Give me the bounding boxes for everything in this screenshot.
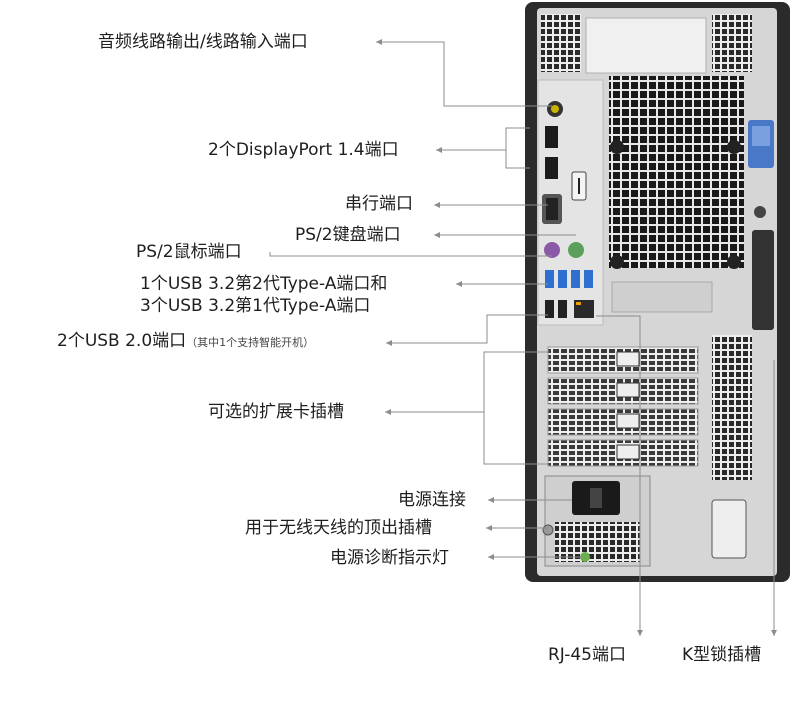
usb20-label-note: （其中1个支持智能开机） (186, 336, 315, 349)
fan-screw-tr (727, 140, 741, 154)
fan-screw-tl (610, 140, 624, 154)
arrow-antenna (486, 525, 492, 531)
usb20-port-1[interactable] (545, 300, 554, 318)
top-vent-grill (541, 14, 581, 72)
leader-rj45 (596, 315, 641, 636)
arrow-serial (434, 202, 440, 208)
leader-displayport-bracket (505, 127, 530, 169)
psu-vent (555, 522, 640, 562)
slot-screw-3 (616, 413, 640, 429)
arrow-usb20 (386, 340, 392, 346)
ps2-mouse-port[interactable] (544, 242, 560, 258)
antenna-knockout[interactable] (542, 524, 554, 536)
usb32-label-line2: 3个USB 3.2第1代Type-A端口 (140, 296, 371, 316)
usb32-port-4[interactable] (584, 270, 593, 288)
leader-expansion-bottom (483, 412, 548, 465)
leader-lines (269, 41, 775, 636)
leader-expansion (385, 351, 548, 413)
power-diagnostic-label: 电源诊断指示灯 (330, 548, 449, 568)
leader-arrows (376, 39, 777, 636)
chassis-handle (711, 499, 747, 559)
arrow-power-diag (488, 554, 494, 560)
rj45-led (576, 302, 581, 305)
usb20-label-text: 2个USB 2.0端口 (57, 331, 187, 351)
top-bracket (585, 17, 707, 74)
usb32-port-1[interactable] (545, 270, 554, 288)
slot-screw-4 (616, 444, 640, 460)
usb20-port-2[interactable] (558, 300, 567, 318)
k-lock-bracket (752, 230, 774, 330)
fan-grill (609, 76, 744, 268)
arrow-power (488, 497, 494, 503)
ps2-mouse-label: PS/2鼠标端口 (136, 242, 242, 262)
leader-usb20 (386, 314, 548, 344)
usb20-label: 2个USB 2.0端口（其中1个支持智能开机） (57, 331, 314, 353)
audio-port-label: 音频线路输出/线路输入端口 (98, 32, 308, 52)
mid-bracket (611, 281, 713, 313)
ps2-keyboard-label: PS/2键盘端口 (295, 225, 401, 245)
serial-port-inner (546, 198, 558, 220)
card-vent (712, 335, 752, 480)
leader-ps2-mouse (269, 252, 552, 257)
power-connector-label: 电源连接 (398, 490, 466, 510)
arrow-rj45 (637, 630, 643, 636)
fan-screw-bl (610, 255, 624, 269)
usb32-label-line1: 1个USB 3.2第2代Type-A端口和 (140, 274, 388, 294)
rj45-port-label: RJ-45端口 (548, 645, 626, 665)
slot-screw-1 (616, 351, 640, 367)
power-connector-pin (590, 488, 602, 508)
arrow-usb32 (456, 281, 462, 287)
arrow-ps2-keyboard (434, 232, 440, 238)
arrow-audio (376, 39, 382, 45)
usb32-port-2[interactable] (558, 270, 567, 288)
arrow-expansion (385, 409, 391, 415)
displayport-label: 2个DisplayPort 1.4端口 (208, 140, 399, 160)
antenna-slot-label: 用于无线天线的顶出插槽 (245, 518, 432, 538)
usb32-port-3[interactable] (571, 270, 580, 288)
serial-port-label: 串行端口 (345, 194, 413, 214)
leader-audio (376, 41, 552, 107)
fan-screw-br (727, 255, 741, 269)
side-latch-grip (752, 126, 770, 146)
top-vent-grill-right (712, 14, 752, 72)
slot-screw-2 (616, 382, 640, 398)
k-lock-slot-label: K型锁插槽 (682, 645, 762, 665)
arrow-displayport (436, 147, 442, 153)
padlock-ring[interactable] (754, 206, 766, 218)
displayport-2[interactable] (545, 157, 558, 179)
audio-port-ring (551, 105, 559, 113)
expansion-slots-label: 可选的扩展卡插槽 (208, 402, 344, 422)
arrow-k-lock (771, 630, 777, 636)
displayport-1[interactable] (545, 126, 558, 148)
ps2-keyboard-port[interactable] (568, 242, 584, 258)
